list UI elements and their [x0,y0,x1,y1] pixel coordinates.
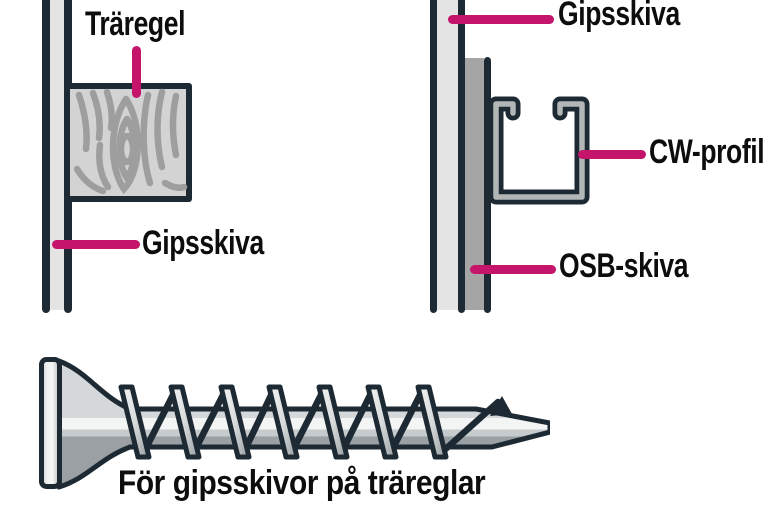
cw-profil-pointer-line [578,150,646,159]
osb-skiva-label: OSB-skiva [559,247,689,285]
gipsskiva-right-label: Gipsskiva [558,0,680,33]
cw-profile-illustration [488,96,590,205]
wood-stud-illustration [64,83,192,202]
gipsskiva-right-pointer-line [448,15,554,24]
screw-tip-thread [490,396,512,416]
osb-board-outline [484,57,491,313]
gypsum-board-left [49,0,65,310]
cw-profil-label: CW-profil [649,133,765,171]
gypsum-board-right [436,0,459,310]
screw-caption: För gipsskivor på träreglar [118,464,486,502]
osb-skiva-pointer-line [470,265,556,274]
screw-head [39,357,62,489]
gipsskiva-left-label: Gipsskiva [142,224,264,262]
gypsum-board-right-outline-b [458,0,465,313]
gypsum-board-left-outline-a [42,0,50,313]
gypsum-board-right-outline-a [430,0,437,313]
osb-board [465,58,484,310]
traregel-pointer-line [132,46,141,98]
gipsskiva-left-pointer-line [52,240,140,249]
traregel-label: Träregel [85,5,186,43]
drywall-screw-illustration [39,357,550,490]
